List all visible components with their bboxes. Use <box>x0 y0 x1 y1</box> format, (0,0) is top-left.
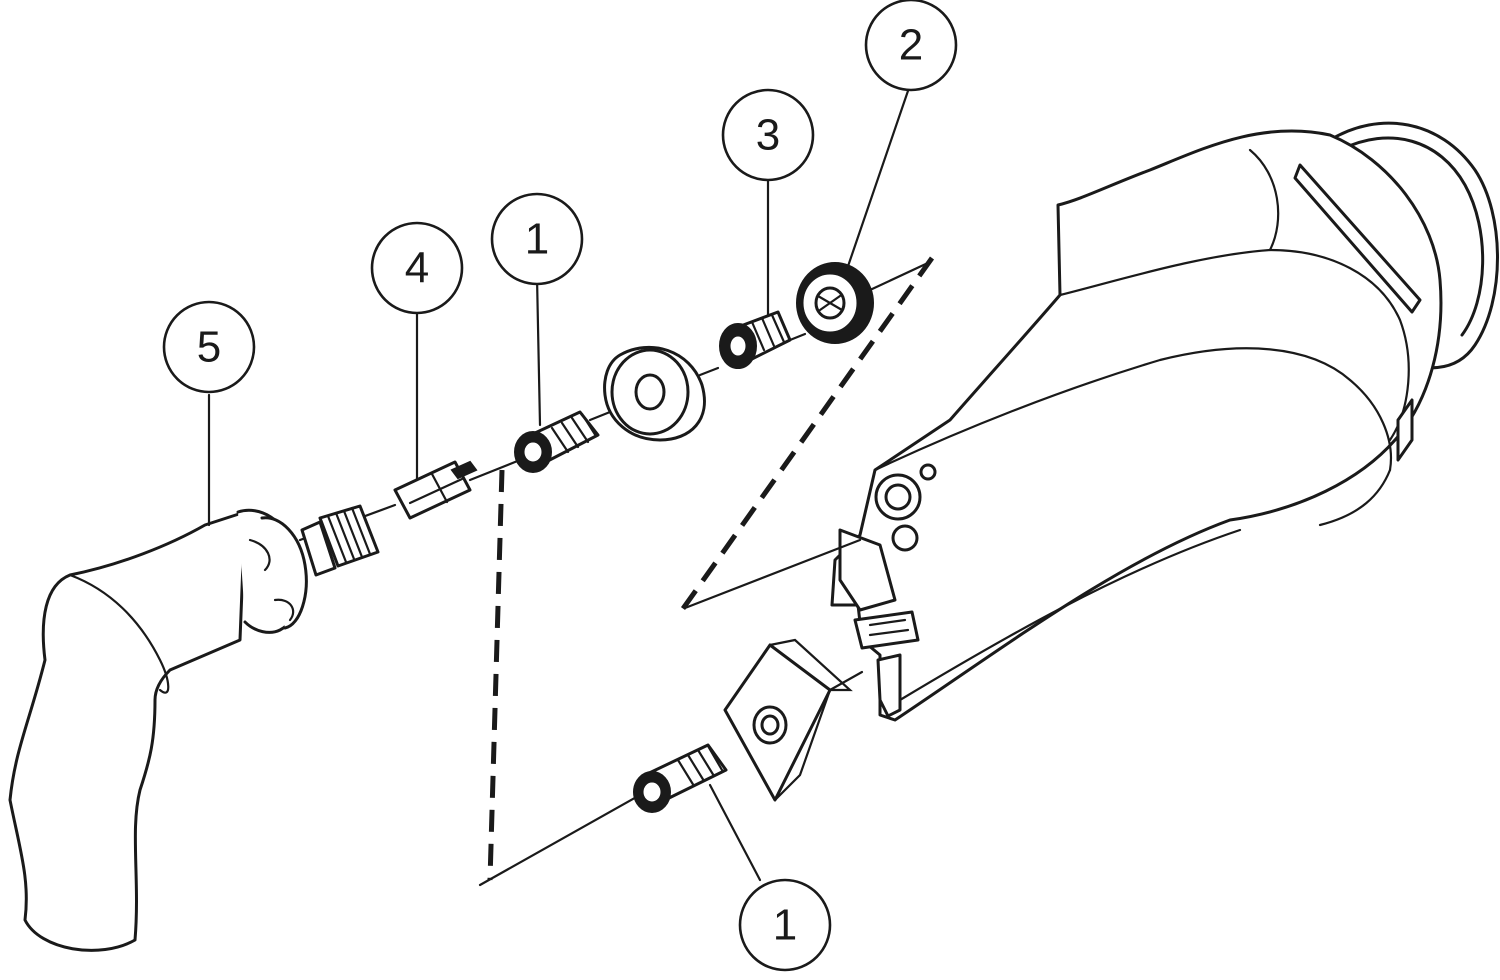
part-4-hex-bit <box>393 460 478 520</box>
callout-5-label: 5 <box>197 323 221 372</box>
callout-1-top-label: 1 <box>525 215 549 264</box>
cutting-insert <box>723 638 853 802</box>
callout-5: 5 <box>162 300 256 394</box>
callout-2: 2 <box>864 0 958 92</box>
part-2-ring-nut <box>796 262 874 344</box>
callout-1-top: 1 <box>490 192 584 286</box>
dashed-guide-lines <box>487 256 935 881</box>
callout-2-label: 2 <box>899 21 923 70</box>
callout-3: 3 <box>721 88 815 182</box>
washer <box>603 345 706 442</box>
callout-1-bottom-label: 1 <box>773 901 797 950</box>
callout-4-label: 4 <box>405 244 429 293</box>
part-1-screw-top <box>514 410 600 473</box>
callout-3-label: 3 <box>756 111 780 160</box>
part-1-screw-bottom <box>633 743 728 813</box>
callout-1-bottom: 1 <box>738 878 832 972</box>
part-3-shim-screw <box>719 310 792 369</box>
callout-4: 4 <box>370 221 464 315</box>
tool-holder-body <box>830 121 1499 722</box>
leader-lines <box>207 83 912 882</box>
part-5-handle-wrench <box>8 504 380 952</box>
